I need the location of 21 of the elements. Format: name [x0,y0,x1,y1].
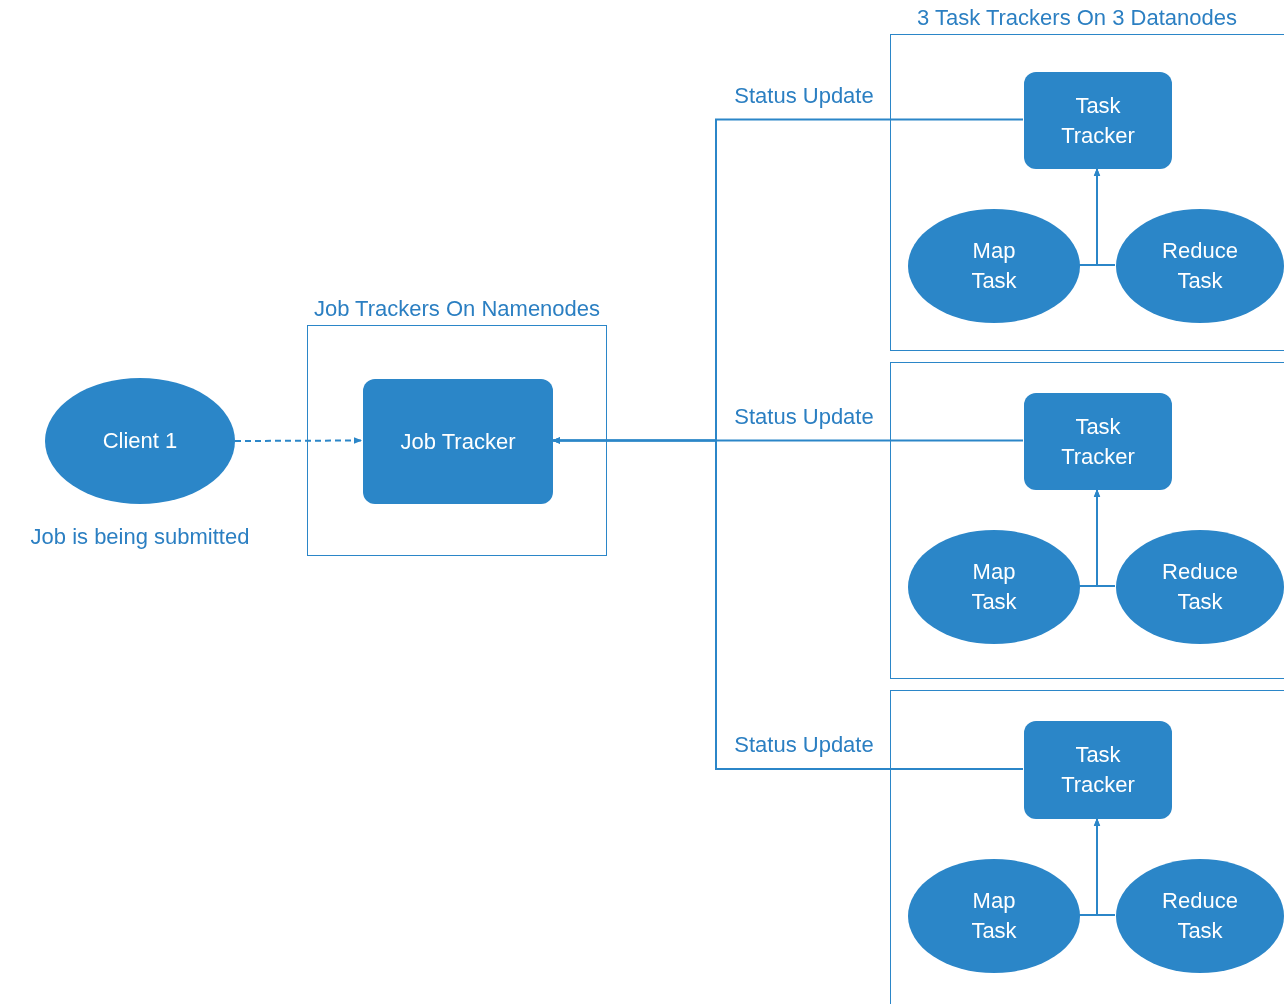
connector-arrow [1093,488,1116,587]
ellipse-node: Map Task [908,209,1080,323]
ellipse-node: Map Task [908,530,1080,644]
process-box: Task Tracker [1024,721,1172,819]
connector-arrow [551,437,1024,770]
ellipse-node: Reduce Task [1116,530,1284,644]
process-box: Task Tracker [1024,393,1172,490]
connector-arrow [1093,167,1116,266]
group-heading: 3 Task Trackers On 3 Datanodes [917,4,1237,32]
process-box: Job Tracker [363,379,553,504]
ellipse-node: Map Task [908,859,1080,973]
ellipse-node: Client 1 [45,378,235,504]
ellipse-node: Reduce Task [1116,209,1284,323]
process-box: Task Tracker [1024,72,1172,169]
datanode-frame [890,362,1284,679]
ellipse-node: Reduce Task [1116,859,1284,973]
connector-arrow [1093,817,1116,916]
group-heading: Job Trackers On Namenodes [313,295,601,323]
node-caption: Job is being submitted [30,523,250,551]
connector-arrow [234,437,363,444]
datanode-frame [890,690,1284,1004]
